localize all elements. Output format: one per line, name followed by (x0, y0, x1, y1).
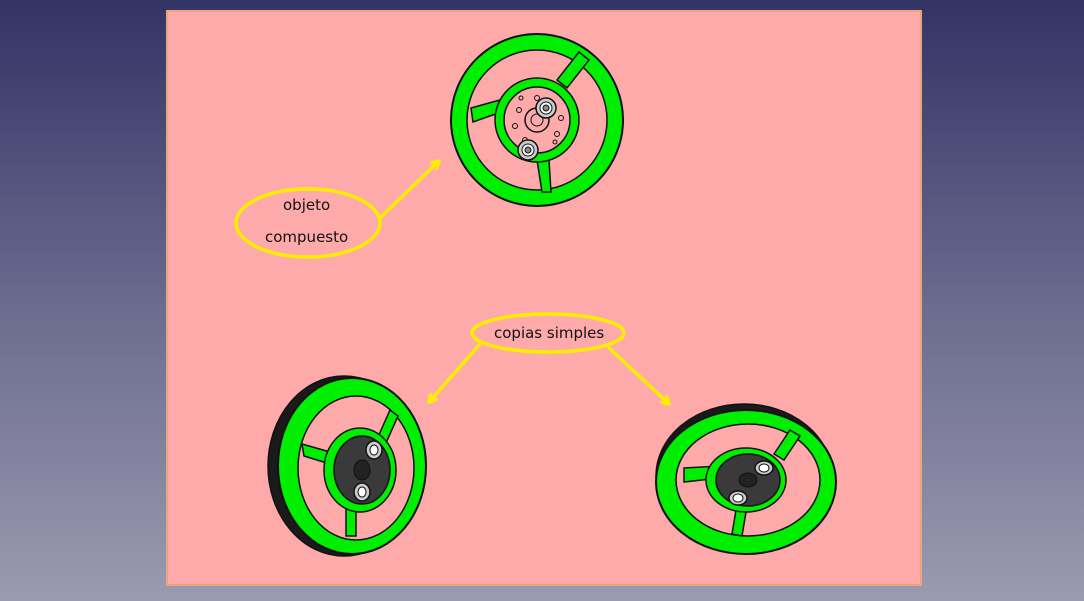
simple-copy-wheel-left-icon[interactable] (267, 375, 427, 557)
copies-label-ellipse (470, 312, 626, 354)
compound-arrow (378, 162, 438, 220)
copies-label: copias simples (494, 324, 605, 342)
copies-arrow-left (430, 342, 482, 401)
compound-label-line2: compuesto (265, 228, 349, 246)
compound-label-line1: objeto (283, 196, 331, 214)
copies-arrow-right (606, 345, 668, 403)
3d-viewport-canvas[interactable]: objeto compuesto copias simples (168, 12, 920, 584)
simple-copy-wheel-right-icon[interactable] (655, 403, 837, 555)
scene-graphics (234, 33, 837, 557)
compound-label-ellipse (234, 187, 382, 259)
compound-wheel-icon[interactable] (450, 33, 624, 207)
